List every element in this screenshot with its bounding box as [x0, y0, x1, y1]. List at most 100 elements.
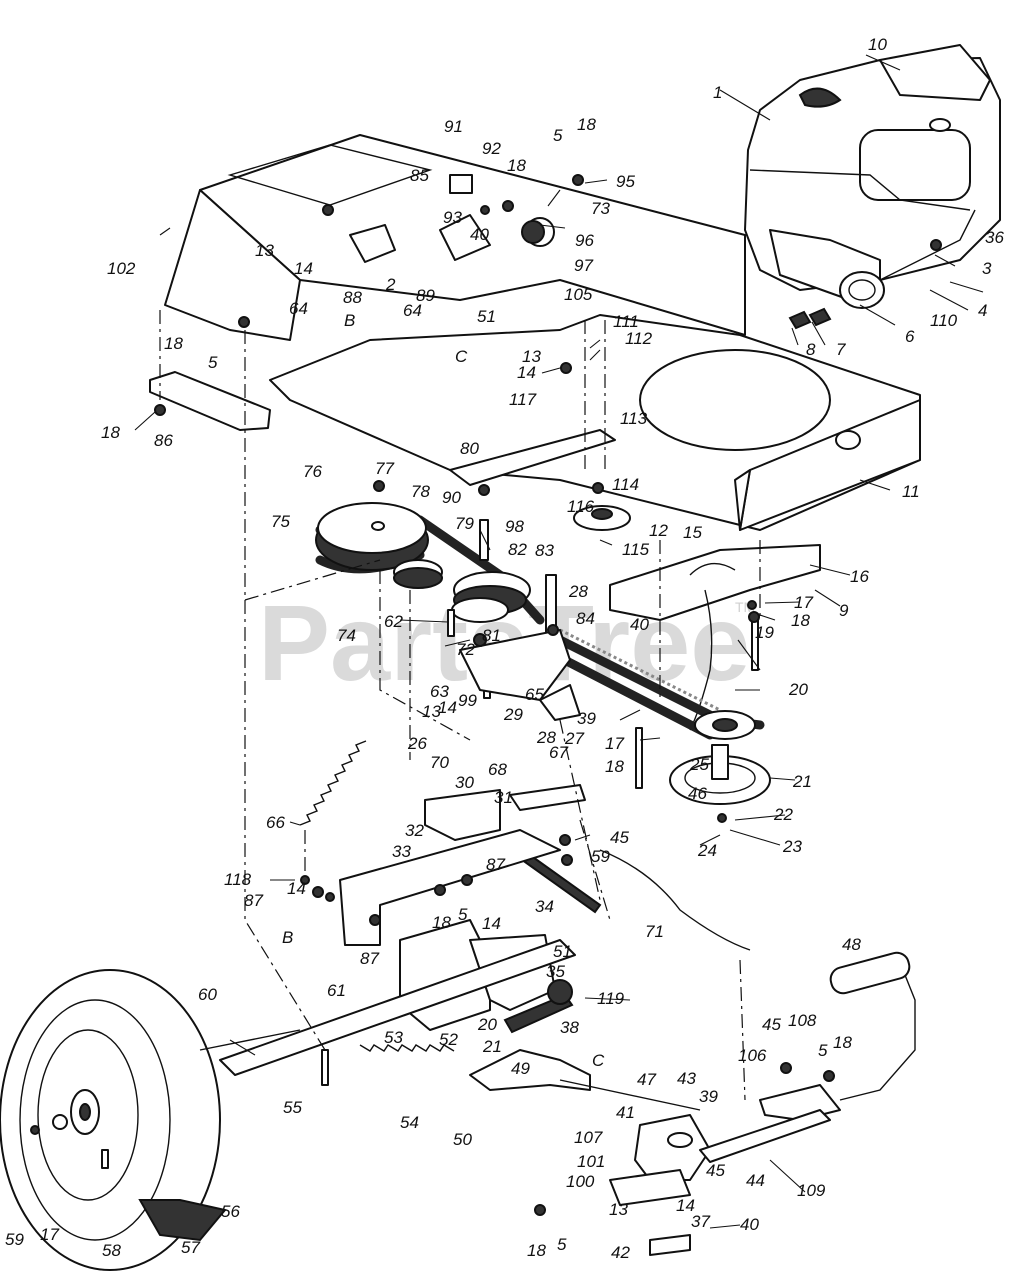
label-43: 43 [677, 1069, 696, 1088]
label-27: 27 [564, 729, 584, 748]
label-119: 119 [597, 989, 625, 1008]
label-37: 37 [691, 1212, 710, 1231]
label-85: 85 [410, 166, 429, 185]
label-62: 62 [384, 612, 403, 631]
label-18-c: 18 [164, 334, 183, 353]
label-18-g: 18 [432, 913, 451, 932]
label-18-d: 18 [101, 423, 120, 442]
label-100: 100 [566, 1172, 595, 1191]
label-18-e: 18 [791, 611, 810, 630]
hardware [154, 174, 835, 1216]
label-13-d: 13 [609, 1200, 628, 1219]
label-18-f: 18 [605, 757, 624, 776]
label-73: 73 [591, 199, 610, 218]
label-19: 19 [755, 623, 774, 642]
label-61: 61 [327, 981, 346, 1000]
label-114: 114 [612, 475, 639, 494]
label-78: 78 [411, 482, 430, 501]
label-93: 93 [443, 208, 462, 227]
label-87-c: 87 [360, 949, 379, 968]
label-28-b: 28 [536, 728, 556, 747]
label-92: 92 [482, 139, 501, 158]
label-107: 107 [574, 1128, 603, 1147]
label-83: 83 [535, 541, 554, 560]
label-64-a: 64 [289, 299, 308, 318]
label-6: 6 [905, 327, 915, 346]
label-32: 32 [405, 821, 424, 840]
label-109: 109 [797, 1181, 826, 1200]
label-8: 8 [806, 340, 816, 359]
label-18-b: 18 [507, 156, 526, 175]
brake-pedal [699, 951, 916, 1163]
part-labels: 1 2 3 4 5 5 5 5 5 6 7 8 9 10 11 12 13 13… [5, 35, 1004, 1262]
label-115: 115 [622, 540, 650, 559]
label-118: 118 [224, 870, 252, 889]
shift-linkage [469, 1049, 711, 1256]
label-66: 66 [266, 813, 285, 832]
label-71: 71 [645, 922, 664, 941]
label-40-c: 40 [740, 1215, 759, 1234]
label-14-c: 14 [438, 698, 457, 717]
label-111: 111 [613, 312, 639, 331]
label-29: 29 [503, 705, 523, 724]
label-59-a: 59 [591, 847, 610, 866]
label-75: 75 [271, 512, 290, 531]
label-20-b: 20 [477, 1015, 497, 1034]
label-38: 38 [560, 1018, 579, 1037]
label-77: 77 [375, 459, 394, 478]
label-18-a: 18 [577, 115, 596, 134]
label-7: 7 [836, 340, 846, 359]
label-95: 95 [616, 172, 635, 191]
engine [744, 44, 1001, 330]
label-117: 117 [509, 390, 537, 409]
label-20-a: 20 [788, 680, 808, 699]
label-42: 42 [611, 1243, 630, 1262]
label-63: 63 [430, 682, 449, 701]
label-11: 11 [902, 482, 920, 501]
label-59-b: 59 [5, 1230, 24, 1249]
label-39-b: 39 [699, 1087, 718, 1106]
label-49: 49 [511, 1059, 530, 1078]
label-54: 54 [400, 1113, 419, 1132]
label-46: 46 [688, 784, 707, 803]
label-1: 1 [713, 83, 722, 102]
label-17-a: 17 [794, 593, 813, 612]
label-80: 80 [460, 439, 479, 458]
cable [599, 849, 751, 951]
label-4: 4 [978, 301, 987, 320]
transaxle [219, 829, 576, 1086]
rear-wheel [0, 969, 301, 1271]
label-25: 25 [689, 755, 709, 774]
label-112: 112 [625, 329, 653, 348]
label-97: 97 [574, 256, 593, 275]
label-101: 101 [577, 1152, 605, 1171]
label-14-a: 14 [294, 259, 313, 278]
label-84: 84 [576, 609, 595, 628]
label-58: 58 [102, 1241, 121, 1260]
label-76: 76 [303, 462, 322, 481]
label-14-b: 14 [517, 363, 536, 382]
label-41: 41 [616, 1103, 635, 1122]
label-53: 53 [384, 1028, 403, 1047]
label-17-c: 17 [40, 1225, 59, 1244]
alignment-lines [159, 310, 761, 1101]
label-55: 55 [283, 1098, 302, 1117]
label-13-a: 13 [255, 241, 274, 260]
label-14-d: 14 [287, 879, 306, 898]
label-15: 15 [683, 523, 702, 542]
pulleys [315, 502, 771, 805]
label-87-b: 87 [244, 891, 263, 910]
label-79: 79 [455, 514, 474, 533]
label-68: 68 [488, 760, 507, 779]
label-28-a: 28 [568, 582, 588, 601]
label-12: 12 [649, 521, 668, 540]
label-45-a: 45 [610, 828, 629, 847]
label-14-f: 14 [676, 1196, 695, 1215]
bracket [609, 544, 821, 731]
label-106: 106 [738, 1046, 767, 1065]
label-5-d: 5 [818, 1041, 828, 1060]
label-44: 44 [746, 1171, 765, 1190]
label-3: 3 [982, 259, 992, 278]
label-5-b: 5 [208, 353, 218, 372]
